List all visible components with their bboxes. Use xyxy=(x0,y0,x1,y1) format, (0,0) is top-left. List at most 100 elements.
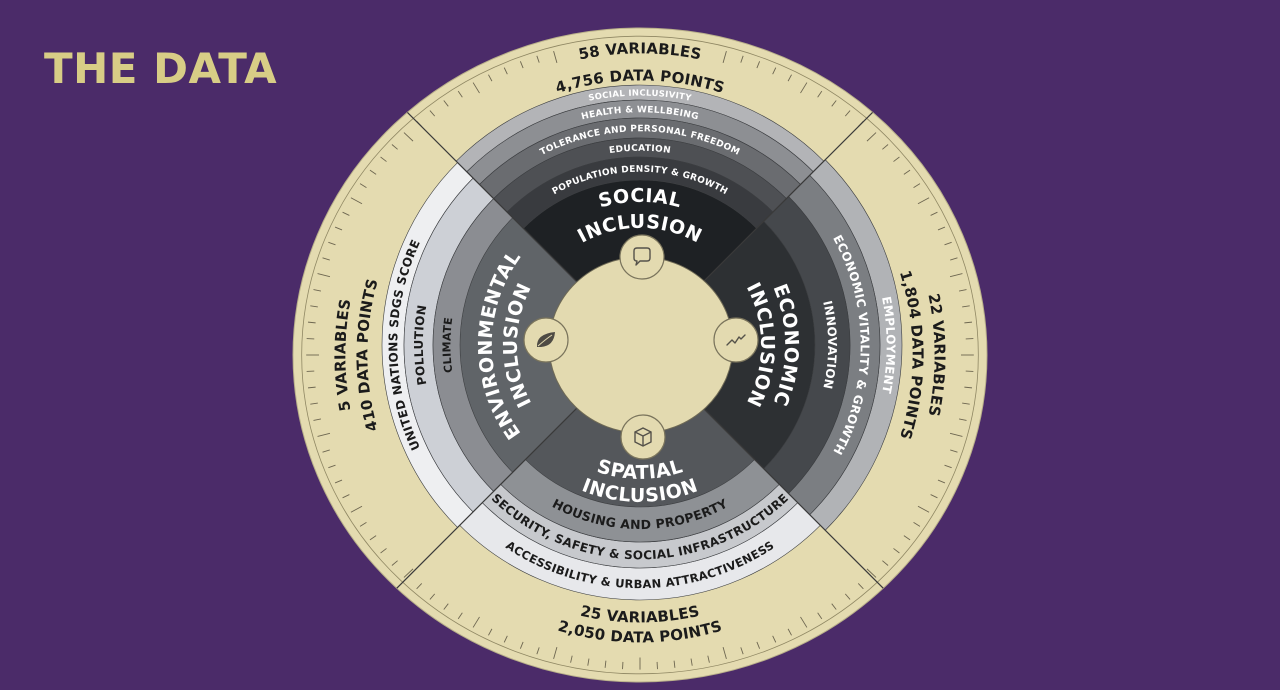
tick-mark xyxy=(457,90,463,98)
tick-mark xyxy=(334,479,343,484)
tick-mark xyxy=(913,522,921,527)
center-disc xyxy=(548,256,734,434)
tick-mark xyxy=(604,660,607,668)
tick-mark xyxy=(391,144,398,150)
economic-band-label: INNOVATION xyxy=(820,299,839,390)
tick-mark xyxy=(416,583,423,590)
tick-mark xyxy=(913,183,921,188)
tick-mark xyxy=(313,418,322,421)
tick-mark xyxy=(882,560,889,566)
tick-mark xyxy=(443,100,449,107)
tick-mark xyxy=(673,660,676,668)
tick-mark xyxy=(369,535,377,541)
tick-mark xyxy=(772,635,777,643)
tick-mark xyxy=(350,197,363,205)
tick-mark xyxy=(950,449,958,453)
tick-mark xyxy=(882,144,889,150)
trend-line-icon xyxy=(713,317,759,363)
tick-mark xyxy=(322,257,330,261)
tick-mark xyxy=(488,628,493,636)
tick-mark xyxy=(519,641,524,649)
tick-mark xyxy=(313,289,322,292)
tick-mark xyxy=(587,658,590,666)
tick-mark xyxy=(958,289,967,292)
tick-mark xyxy=(380,548,387,554)
tick-mark xyxy=(443,603,449,610)
tick-mark xyxy=(950,257,958,261)
tick-mark xyxy=(964,386,973,389)
tick-guide-line xyxy=(301,35,979,675)
tick-mark xyxy=(307,386,316,389)
cube-icon xyxy=(620,414,666,460)
social-band-label-text: EDUCATION xyxy=(608,144,671,156)
environmental-band-label-text: CLIMATE xyxy=(440,316,455,373)
tick-mark xyxy=(964,321,973,324)
economic-summary-count: 22 VARIABLES xyxy=(924,292,948,418)
tick-mark xyxy=(403,132,414,142)
tick-mark xyxy=(342,211,350,216)
center-disc-group xyxy=(523,234,759,460)
environmental-band-label: CLIMATE xyxy=(440,316,455,373)
tick-mark xyxy=(740,647,744,655)
tick-mark xyxy=(903,535,911,541)
tick-mark xyxy=(962,305,970,308)
tick-mark xyxy=(787,628,792,636)
tick-mark xyxy=(391,560,398,566)
tick-mark xyxy=(472,616,480,628)
tick-mark xyxy=(403,568,414,578)
speech-bubble-icon xyxy=(619,234,665,280)
tick-mark xyxy=(317,273,331,278)
tick-mark xyxy=(328,241,336,246)
tick-mark xyxy=(844,110,851,117)
tick-mark xyxy=(857,583,864,590)
tick-mark xyxy=(937,226,946,231)
tick-mark xyxy=(334,226,343,231)
tick-mark xyxy=(930,494,938,499)
tick-mark xyxy=(930,211,938,216)
leaf-icon xyxy=(523,317,569,363)
tick-mark xyxy=(488,74,493,82)
tick-mark xyxy=(944,241,952,246)
tick-mark xyxy=(917,505,930,513)
tick-mark xyxy=(310,402,318,405)
tick-mark xyxy=(787,74,792,82)
tick-mark xyxy=(457,612,463,620)
tick-mark xyxy=(380,156,387,162)
tick-mark xyxy=(944,464,952,469)
tick-mark xyxy=(817,612,823,620)
environmental-summary-count: 5 VARIABLES xyxy=(331,297,354,412)
tick-mark xyxy=(756,641,761,649)
social-band-label: EDUCATION xyxy=(608,144,671,156)
tick-mark xyxy=(519,61,524,69)
tick-mark xyxy=(756,61,761,69)
page-title: THE DATA xyxy=(44,44,278,93)
economic-band-label: EMPLOYMENT xyxy=(879,295,898,395)
environmental-summary-count-text: 5 VARIABLES xyxy=(331,297,354,412)
tick-mark xyxy=(317,432,331,437)
economic-summary-count-text: 22 VARIABLES xyxy=(924,292,948,418)
tick-mark xyxy=(369,169,377,175)
tick-mark xyxy=(536,55,540,63)
tick-mark xyxy=(903,169,911,175)
tick-mark xyxy=(322,449,330,453)
tick-mark xyxy=(949,273,963,278)
tick-mark xyxy=(472,82,480,94)
tick-mark xyxy=(536,647,540,655)
tick-mark xyxy=(503,635,508,643)
tick-mark xyxy=(800,82,808,94)
tick-mark xyxy=(893,156,900,162)
tick-mark xyxy=(817,90,823,98)
tick-mark xyxy=(962,402,970,405)
tick-mark xyxy=(553,51,558,63)
tick-mark xyxy=(310,305,318,308)
tick-mark xyxy=(831,100,837,107)
tick-mark xyxy=(958,418,967,421)
tick-mark xyxy=(917,197,930,205)
tick-mark xyxy=(570,655,573,663)
tick-mark xyxy=(690,658,693,666)
tick-mark xyxy=(893,548,900,554)
tick-mark xyxy=(722,51,727,63)
economic-band-label-text: EMPLOYMENT xyxy=(879,295,897,395)
tick-mark xyxy=(707,655,710,663)
